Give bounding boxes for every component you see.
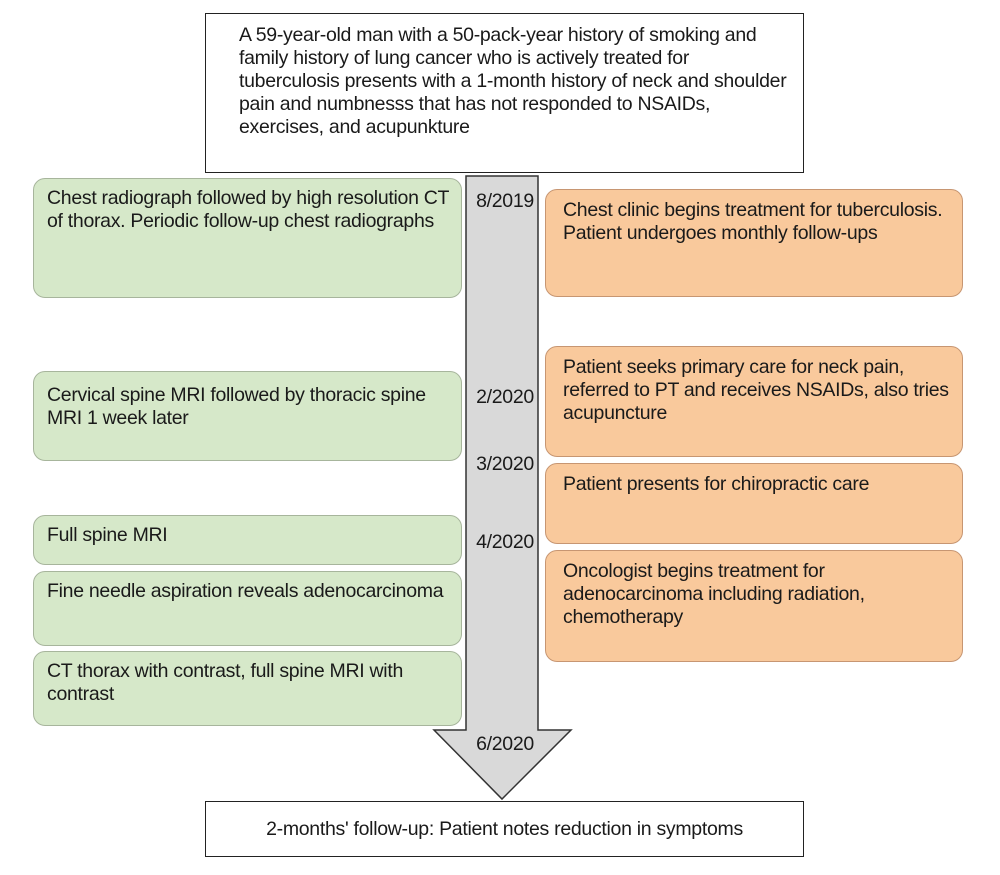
treatment-step-oncology: Oncologist begins treatment for adenocar… xyxy=(545,550,963,662)
patient-presentation-text: A 59-year-old man with a 50-pack-year hi… xyxy=(239,24,787,138)
diagnostic-step-ct-mri-contrast: CT thorax with contrast, full spine MRI … xyxy=(33,651,462,726)
diagnostic-step-full-spine-mri: Full spine MRI xyxy=(33,515,462,565)
date-label: 8/2019 xyxy=(476,190,534,212)
diagnostic-step-text: Fine needle aspiration reveals adenocarc… xyxy=(47,580,444,602)
treatment-step-text: Oncologist begins treatment for adenocar… xyxy=(563,560,865,628)
diagnostic-step-chest-imaging: Chest radiograph followed by high resolu… xyxy=(33,178,462,298)
diagnostic-step-fine-needle-aspiration: Fine needle aspiration reveals adenocarc… xyxy=(33,571,462,646)
diagnostic-step-text: Cervical spine MRI followed by thoracic … xyxy=(47,384,426,429)
follow-up-outcome-text: 2-months' follow-up: Patient notes reduc… xyxy=(266,817,743,840)
treatment-step-text: Chest clinic begins treatment for tuberc… xyxy=(563,199,943,244)
treatment-step-primary-care: Patient seeks primary care for neck pain… xyxy=(545,346,963,457)
treatment-step-tuberculosis: Chest clinic begins treatment for tuberc… xyxy=(545,189,963,297)
diagnostic-step-text: Full spine MRI xyxy=(47,524,168,546)
patient-presentation-box: A 59-year-old man with a 50-pack-year hi… xyxy=(205,13,804,173)
treatment-step-text: Patient seeks primary care for neck pain… xyxy=(563,356,949,424)
date-label: 2/2020 xyxy=(476,386,534,408)
date-label: 4/2020 xyxy=(476,531,534,553)
diagnostic-step-spine-mri: Cervical spine MRI followed by thoracic … xyxy=(33,371,462,461)
follow-up-outcome-box: 2-months' follow-up: Patient notes reduc… xyxy=(205,801,804,857)
date-label: 3/2020 xyxy=(476,453,534,475)
treatment-step-chiropractic: Patient presents for chiropractic care xyxy=(545,463,963,544)
diagnostic-step-text: Chest radiograph followed by high resolu… xyxy=(47,187,449,232)
diagnostic-step-text: CT thorax with contrast, full spine MRI … xyxy=(47,660,403,705)
treatment-step-text: Patient presents for chiropractic care xyxy=(563,473,870,495)
timeline-arrow-shape xyxy=(432,175,573,801)
date-label: 6/2020 xyxy=(476,733,534,755)
